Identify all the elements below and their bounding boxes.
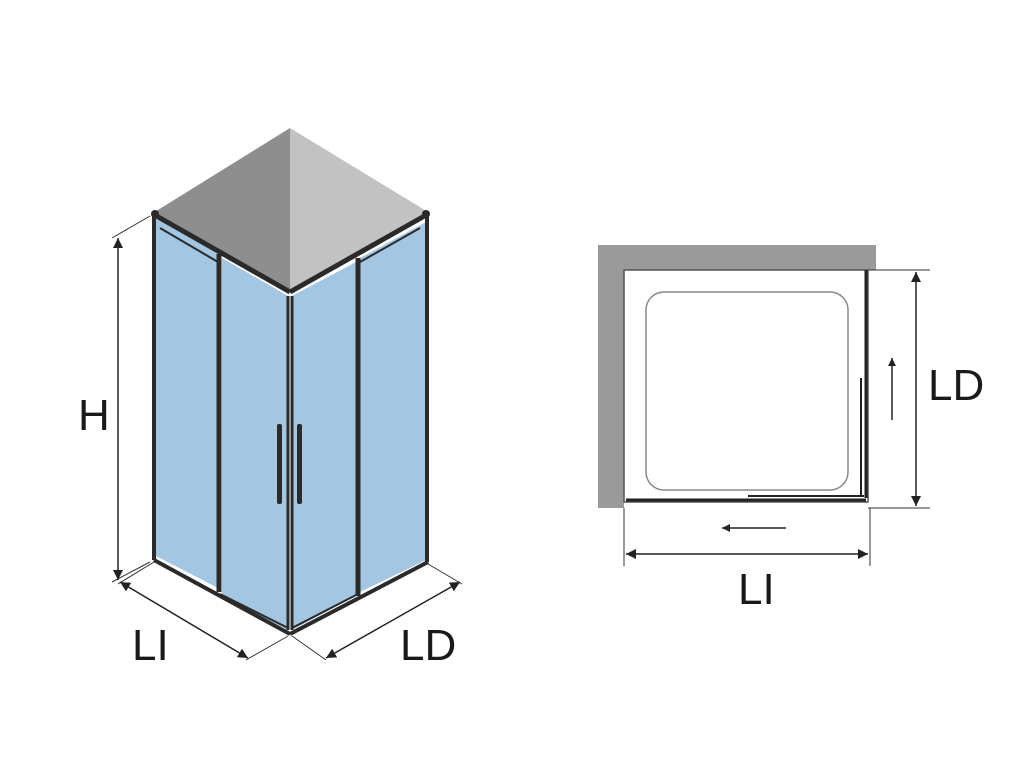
isometric-view: H LI LD [78, 128, 463, 670]
right-top-rail [288, 211, 430, 295]
right-fixed-glass [360, 222, 426, 592]
plan-depth-label: LD [928, 361, 984, 410]
roof-left-face [153, 128, 290, 290]
depth-ext-left [291, 635, 327, 661]
width-label: LI [132, 621, 169, 670]
left-top-cap [151, 210, 159, 218]
roof-right-face [290, 128, 428, 290]
left-door-glass [222, 258, 288, 630]
right-door-glass [292, 262, 356, 630]
plan-view: LD LI [598, 245, 984, 614]
right-door-handle-icon [297, 424, 302, 504]
right-top-cap [422, 210, 430, 218]
plan-tray-drain-area [645, 291, 849, 491]
height-ext-top [111, 215, 151, 239]
depth-dimension-line [325, 581, 461, 659]
width-ext-right [245, 635, 289, 661]
left-door-handle-icon [277, 424, 282, 504]
left-top-rail [151, 211, 292, 295]
depth-ext-right [427, 563, 463, 585]
left-fixed-glass [156, 218, 218, 588]
depth-label: LD [400, 621, 456, 670]
height-label: H [78, 391, 110, 440]
plan-width-label: LI [738, 565, 775, 614]
width-dimension-line [119, 581, 249, 659]
width-ext-left [117, 561, 155, 585]
left-top-rail-inner [159, 227, 219, 263]
right-top-rail-inner [359, 227, 421, 263]
